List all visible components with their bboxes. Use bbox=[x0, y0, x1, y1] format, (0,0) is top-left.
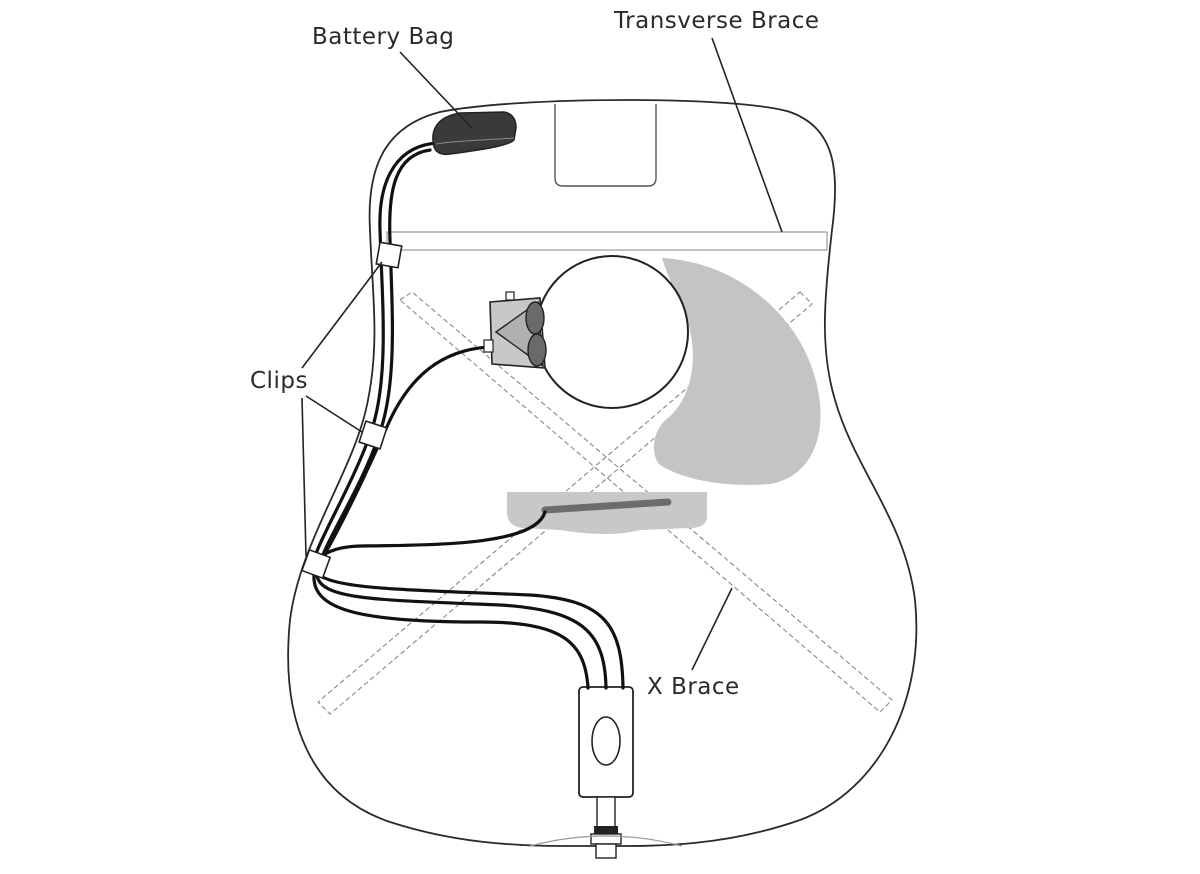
sound-hole bbox=[535, 255, 689, 409]
clip-lower bbox=[300, 548, 332, 580]
clip-upper bbox=[375, 241, 403, 269]
leader-clips-middle bbox=[305, 395, 363, 433]
endpin-jack bbox=[529, 686, 683, 859]
leader-clips-lower bbox=[301, 397, 307, 557]
pickguard bbox=[653, 258, 821, 485]
soundhole-preamp bbox=[483, 291, 547, 369]
battery-bag bbox=[432, 111, 517, 156]
leader-battery-bag bbox=[399, 51, 473, 129]
bridge-plate bbox=[507, 492, 707, 534]
leader-transverse-brace bbox=[711, 37, 783, 233]
x-brace bbox=[317, 291, 893, 715]
label-x-brace: X Brace bbox=[647, 674, 740, 700]
label-clips: Clips bbox=[250, 368, 308, 394]
leader-clips-upper bbox=[301, 261, 383, 369]
leader-x-brace bbox=[691, 587, 733, 671]
transverse-brace bbox=[386, 231, 828, 251]
label-battery-bag: Battery Bag bbox=[312, 24, 454, 50]
neck-block bbox=[554, 104, 657, 187]
clip-middle bbox=[358, 420, 388, 450]
saddle-pickup bbox=[541, 498, 672, 514]
label-transverse-brace: Transverse Brace bbox=[613, 8, 820, 34]
